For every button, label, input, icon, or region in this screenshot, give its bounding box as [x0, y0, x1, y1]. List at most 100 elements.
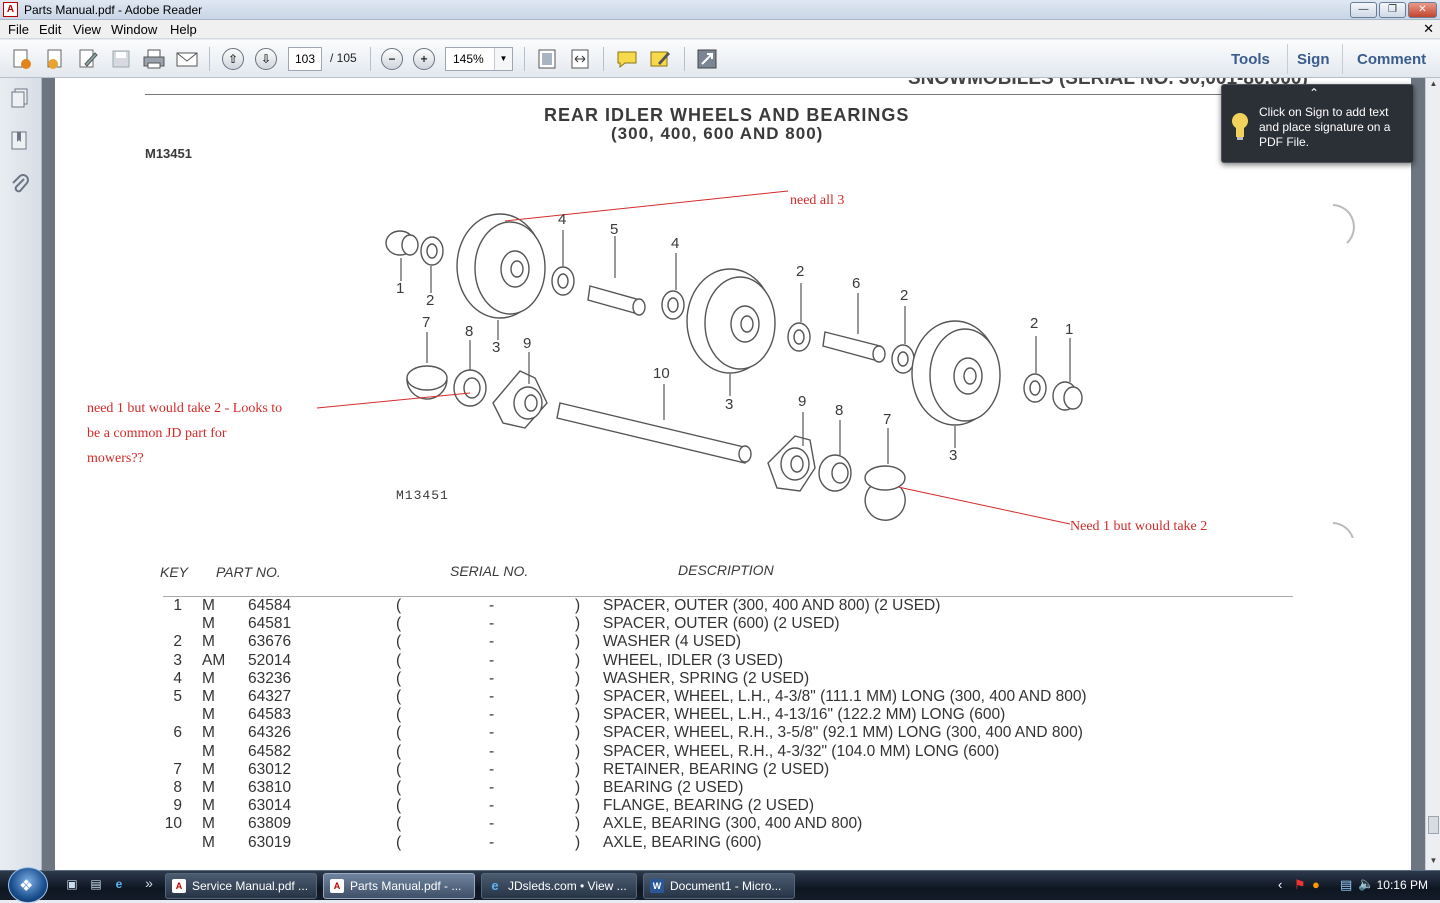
print-icon[interactable]	[141, 46, 167, 72]
cell-part: 64584	[248, 597, 292, 614]
quicklaunch-overflow[interactable]: »	[145, 875, 153, 891]
cell-prefix: M	[202, 797, 215, 815]
menu-bar: File Edit View Window Help ✕	[0, 20, 1440, 39]
comment-link[interactable]: Comment	[1357, 51, 1427, 68]
menu-file[interactable]: File	[8, 22, 29, 37]
cell-part: 52014	[248, 651, 292, 669]
annotation-bearing-line-2[interactable]: be a common JD part for	[87, 426, 227, 441]
pdf-icon: A	[172, 879, 186, 893]
window-titlebar: A Parts Manual.pdf - Adobe Reader — ❐ ✕	[0, 0, 1440, 20]
highlight-icon[interactable]	[647, 46, 673, 72]
cell-open: (	[396, 597, 402, 614]
explorer-icon[interactable]: ▤	[90, 877, 102, 891]
tray-network-icon[interactable]: ▤	[1340, 877, 1353, 892]
toolbar-separator	[209, 47, 210, 71]
cell-open: (	[396, 615, 402, 633]
callout: 7	[883, 411, 892, 428]
zoom-select[interactable]: 145% ▼	[445, 47, 513, 71]
callout: 2	[796, 263, 805, 280]
scrollbar-thumb[interactable]	[1428, 816, 1439, 834]
tools-link[interactable]: Tools	[1231, 51, 1270, 68]
cell-close: )	[575, 797, 581, 815]
close-button[interactable]: ✕	[1408, 2, 1437, 18]
menu-edit[interactable]: Edit	[39, 22, 62, 37]
restore-button[interactable]: ❐	[1379, 2, 1406, 18]
ie-icon[interactable]: e	[115, 877, 123, 891]
cell-close: )	[575, 742, 581, 760]
callout: 3	[492, 339, 501, 356]
tray-update-icon[interactable]: ●	[1312, 877, 1320, 892]
cell-desc: SPACER, OUTER (300, 400 AND 800) (2 USED…	[603, 597, 941, 614]
cell-key: 6	[173, 724, 182, 742]
clock[interactable]: 10:16 PM	[1376, 878, 1428, 892]
scroll-down-icon[interactable]: ▼	[1429, 856, 1438, 865]
chevron-down-icon[interactable]: ▼	[494, 48, 512, 70]
email-icon[interactable]	[174, 46, 200, 72]
col-header-desc: DESCRIPTION	[678, 562, 774, 578]
cell-prefix: M	[202, 760, 215, 778]
fullscreen-icon[interactable]	[694, 46, 720, 72]
scroll-up-icon[interactable]: ▲	[1429, 79, 1438, 88]
menu-help[interactable]: Help	[170, 22, 197, 37]
minimize-button[interactable]: —	[1350, 2, 1377, 18]
pdf-icon: A	[330, 879, 344, 893]
document-close-icon[interactable]: ✕	[1423, 21, 1434, 36]
cell-prefix: M	[202, 724, 215, 742]
edit-icon[interactable]	[75, 46, 101, 72]
show-desktop-icon[interactable]: ▣	[66, 877, 78, 891]
cell-serial: -	[489, 742, 495, 760]
cell-part: 63019	[248, 833, 292, 851]
save-icon[interactable]	[108, 46, 134, 72]
vertical-scrollbar[interactable]: ▲ ▼	[1425, 78, 1440, 870]
tray-pdf-icon[interactable]: ⚑	[1294, 877, 1306, 892]
tray-expand-icon[interactable]: ‹	[1278, 877, 1283, 892]
tray-volume-icon[interactable]: 🔈	[1358, 876, 1375, 891]
annotation-need-all-3[interactable]: need all 3	[790, 193, 845, 208]
previous-page-button[interactable]: ⇧	[220, 46, 246, 72]
pages-icon[interactable]	[9, 87, 31, 109]
cell-part: 63012	[248, 760, 292, 778]
annotation-bearing-line-1[interactable]: need 1 but would take 2 - Looks to	[87, 401, 283, 416]
cell-serial: -	[489, 815, 495, 833]
caret-up-icon[interactable]: ⌃	[1309, 86, 1320, 100]
create-pdf-icon[interactable]	[9, 46, 35, 72]
bookmarks-icon[interactable]	[9, 130, 31, 152]
cell-desc: SPACER, WHEEL, R.H., 4-3/32" (104.0 MM) …	[603, 742, 1000, 760]
cell-key: 3	[173, 651, 182, 669]
start-button[interactable]: ❖	[8, 867, 48, 903]
cell-close: )	[575, 779, 581, 796]
zoom-in-button[interactable]: +	[411, 46, 437, 72]
cell-serial: -	[489, 615, 495, 633]
cell-part: 63014	[248, 797, 292, 815]
document-viewport[interactable]: SNOWMOBILES (SERIAL NO. 30,001-80,000) R…	[42, 78, 1425, 870]
cell-prefix: M	[202, 742, 215, 760]
zoom-out-button[interactable]: −	[379, 46, 405, 72]
menu-window[interactable]: Window	[111, 22, 158, 37]
cell-serial: -	[489, 724, 495, 742]
fit-page-icon[interactable]	[534, 46, 560, 72]
sign-link[interactable]: Sign	[1297, 51, 1330, 68]
attachments-icon[interactable]	[9, 173, 31, 195]
sticky-note-icon[interactable]	[614, 46, 640, 72]
zoom-value: 145%	[453, 52, 484, 66]
fit-width-icon[interactable]	[567, 46, 593, 72]
cell-close: )	[575, 669, 581, 687]
next-page-button[interactable]: ⇩	[253, 46, 279, 72]
callout: 10	[653, 365, 670, 382]
toolbar-separator	[1342, 44, 1343, 74]
open-icon[interactable]	[42, 46, 68, 72]
cell-part: 64583	[248, 706, 292, 724]
annotation-bearing-line-3[interactable]: mowers??	[87, 451, 144, 466]
menu-view[interactable]: View	[73, 22, 101, 37]
page-number-input[interactable]: 103	[288, 47, 322, 71]
annotation-retainer[interactable]: Need 1 but would take 2	[1070, 519, 1208, 534]
